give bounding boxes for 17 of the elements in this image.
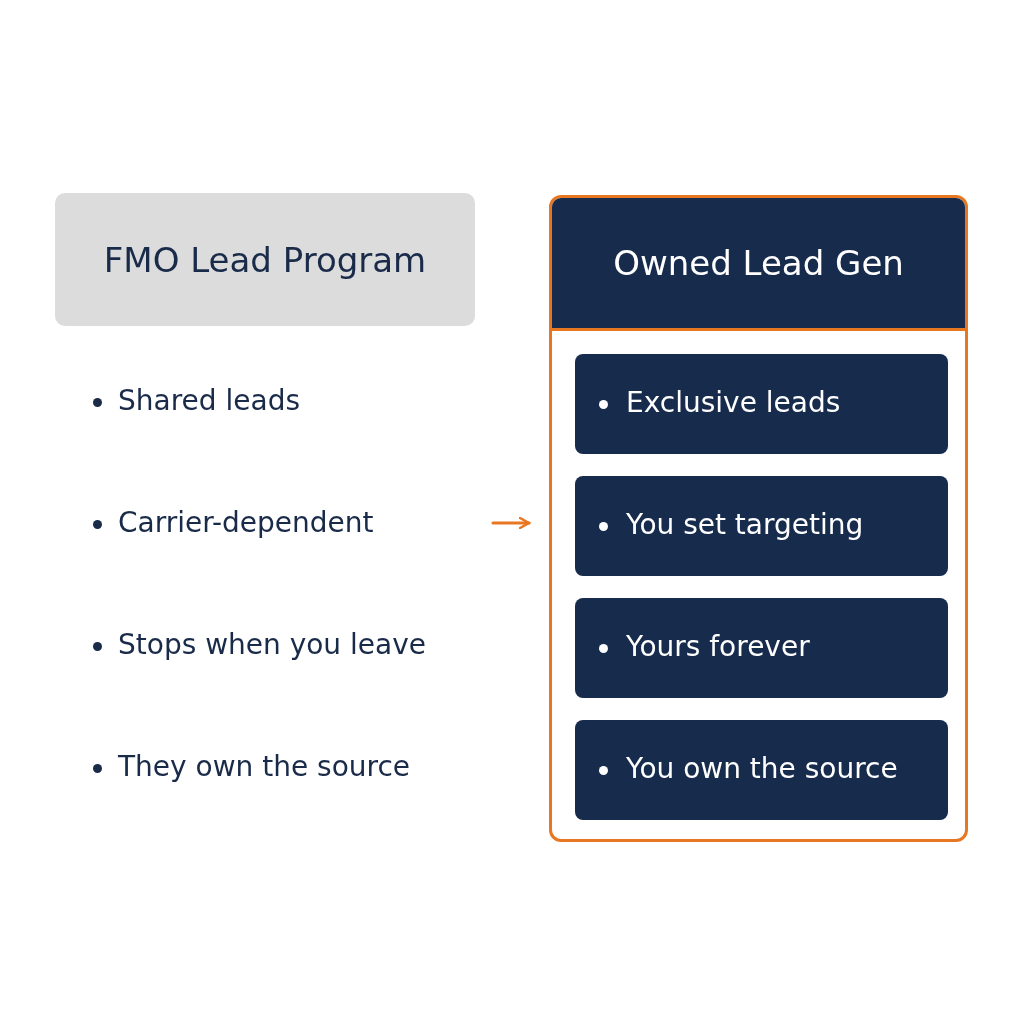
list-item-text: They own the source: [118, 750, 411, 783]
arrow: [491, 516, 531, 530]
item-text: Exclusive leads: [626, 386, 841, 419]
heading-text: FMO Lead Program: [103, 239, 427, 280]
benefit-box: [575, 598, 948, 698]
benefit-box: [575, 720, 948, 820]
highlight-panel: [549, 195, 968, 842]
benefit-box: [575, 354, 948, 454]
item-text: You set targeting: [626, 508, 864, 541]
benefit-box: [575, 476, 948, 576]
item-text: You own the source: [626, 752, 898, 785]
header-box: [55, 193, 475, 326]
list-item-text: Carrier-dependent: [118, 506, 374, 539]
list-item-text: Stops when you leave: [118, 628, 426, 661]
list-item-text: Shared leads: [118, 384, 300, 417]
heading-text: Owned Lead Gen: [613, 243, 904, 283]
item-text: Yours forever: [626, 630, 810, 663]
